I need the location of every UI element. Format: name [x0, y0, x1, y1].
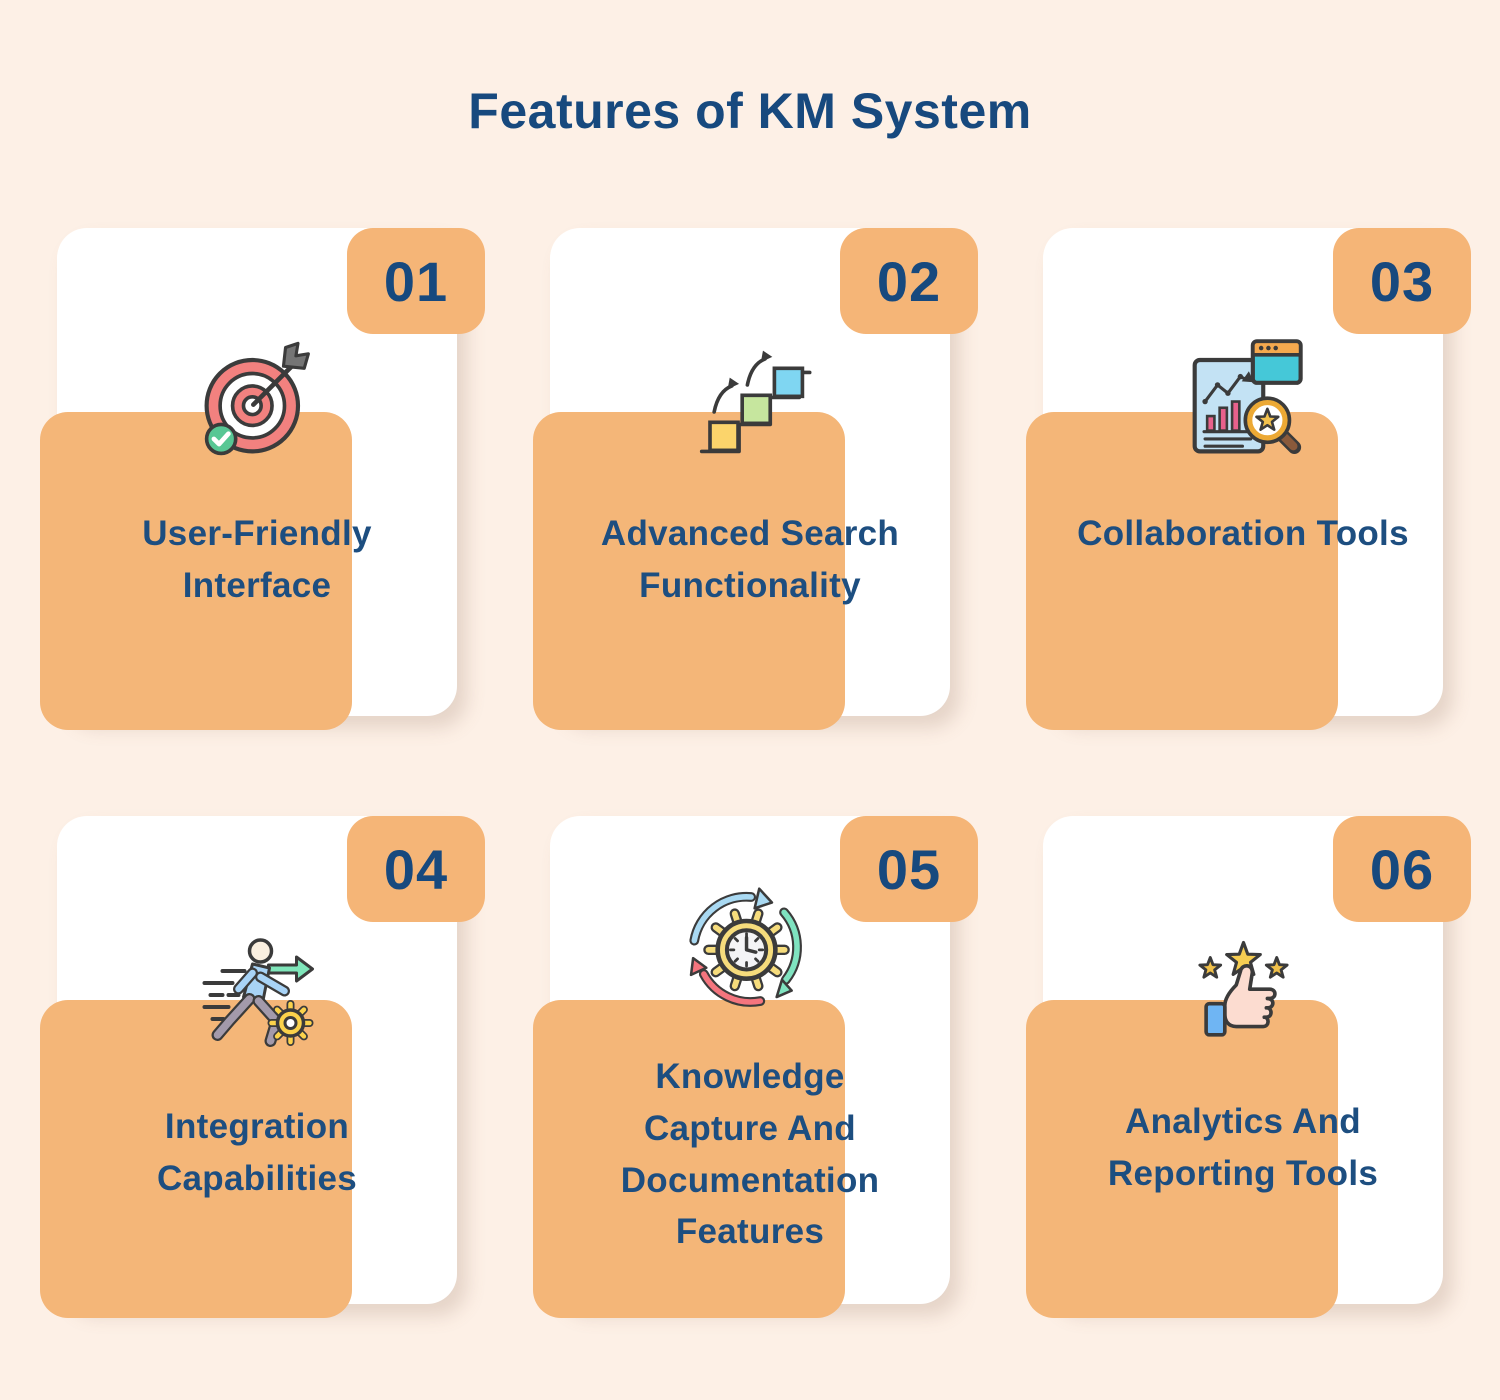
feature-card-knowledge-capture: 05: [533, 816, 978, 1318]
card-label: Collaboration Tools: [1077, 514, 1409, 553]
target-arrow-icon: [190, 333, 325, 468]
card-label: User-Friendly Interface: [142, 514, 372, 605]
page-title: Features of KM System: [468, 83, 1032, 139]
card-label: Integration Capabilities: [156, 1107, 358, 1198]
feature-cards-grid: 01 User-Friendly Interface 02: [0, 228, 1500, 1318]
feature-card-collaboration-tools: 03: [1026, 228, 1471, 730]
number-badge: 05: [840, 816, 978, 922]
feature-card-user-friendly-interface: 01 User-Friendly Interface: [40, 228, 485, 730]
thumbs-up-stars-icon: [1176, 931, 1311, 1066]
card-label: Analytics And Reporting Tools: [1107, 1102, 1379, 1193]
number-badge: 02: [840, 228, 978, 334]
feature-card-advanced-search: 02 Advanced Search Functionality: [533, 228, 978, 730]
card-label: Knowledge Capture And Documentation Feat…: [620, 1057, 880, 1252]
document-analytics-icon: [1176, 333, 1311, 468]
number-badge: 04: [347, 816, 485, 922]
stairs-growth-icon: [683, 333, 818, 468]
feature-card-analytics-reporting: 06 Analytics And Reporting Tools: [1026, 816, 1471, 1318]
gear-clock-sync-icon: [675, 876, 825, 1026]
number-badge: 01: [347, 228, 485, 334]
feature-card-integration-capabilities: 04: [40, 816, 485, 1318]
number-badge: 06: [1333, 816, 1471, 922]
card-label: Advanced Search Functionality: [600, 514, 900, 605]
number-badge: 03: [1333, 228, 1471, 334]
running-person-gear-icon: [190, 931, 325, 1056]
